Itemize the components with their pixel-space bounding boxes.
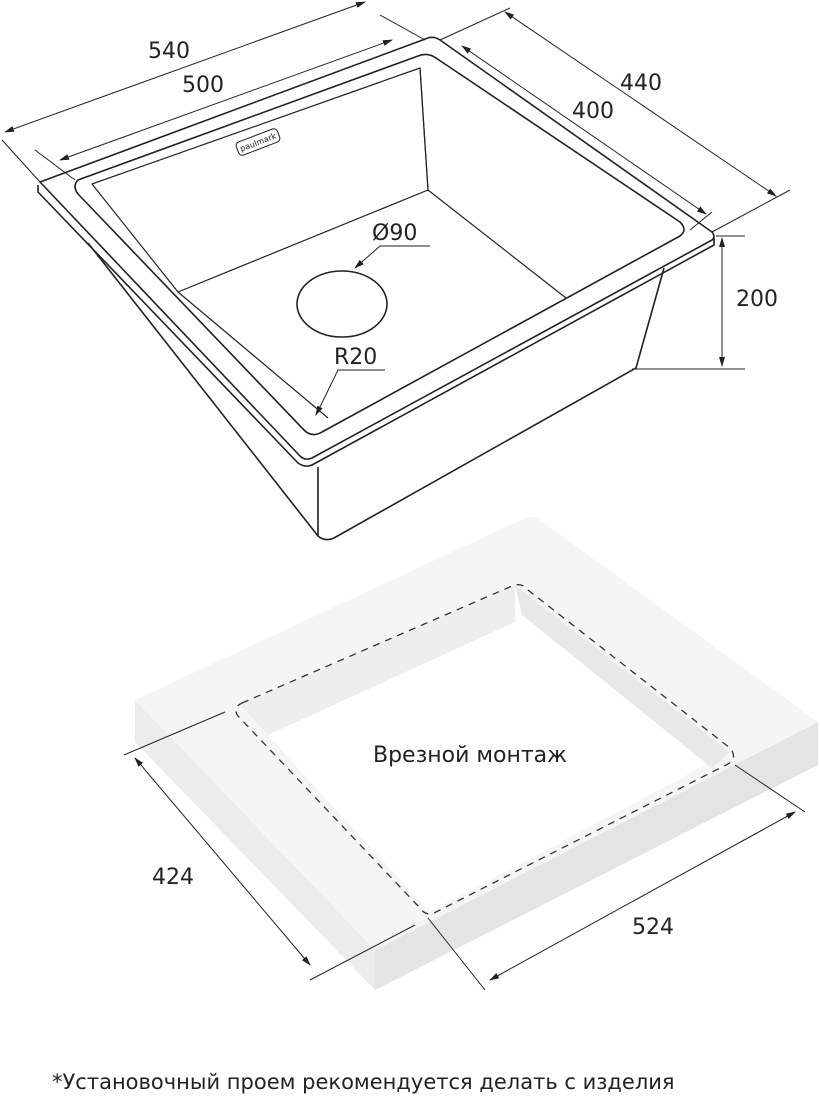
brand-logo: paulmark — [235, 128, 281, 156]
cutout-width-label: 524 — [632, 915, 674, 940]
sink-rim-top — [39, 36, 715, 460]
bowl-inner — [91, 67, 429, 293]
drain-diameter-label: Ø90 — [372, 221, 417, 246]
inner-width-label: 500 — [182, 73, 224, 98]
bowl-opening — [74, 53, 685, 436]
footnote: *Установочный проем рекомендуется делать… — [52, 1070, 675, 1094]
cutout-outline — [235, 584, 735, 915]
inner-depth-label: 400 — [572, 99, 614, 124]
outer-width-label: 540 — [148, 39, 190, 64]
outer-depth-label: 440 — [620, 71, 662, 96]
cutout-depth-label: 424 — [152, 865, 194, 890]
drain-hole — [296, 270, 388, 338]
sink-rim-edge — [37, 185, 715, 467]
corner-radius-label: R20 — [334, 345, 377, 370]
mounting-type-title: Врезной монтаж — [373, 743, 567, 768]
height-label: 200 — [736, 287, 778, 312]
sink-outer-side — [87, 242, 665, 541]
